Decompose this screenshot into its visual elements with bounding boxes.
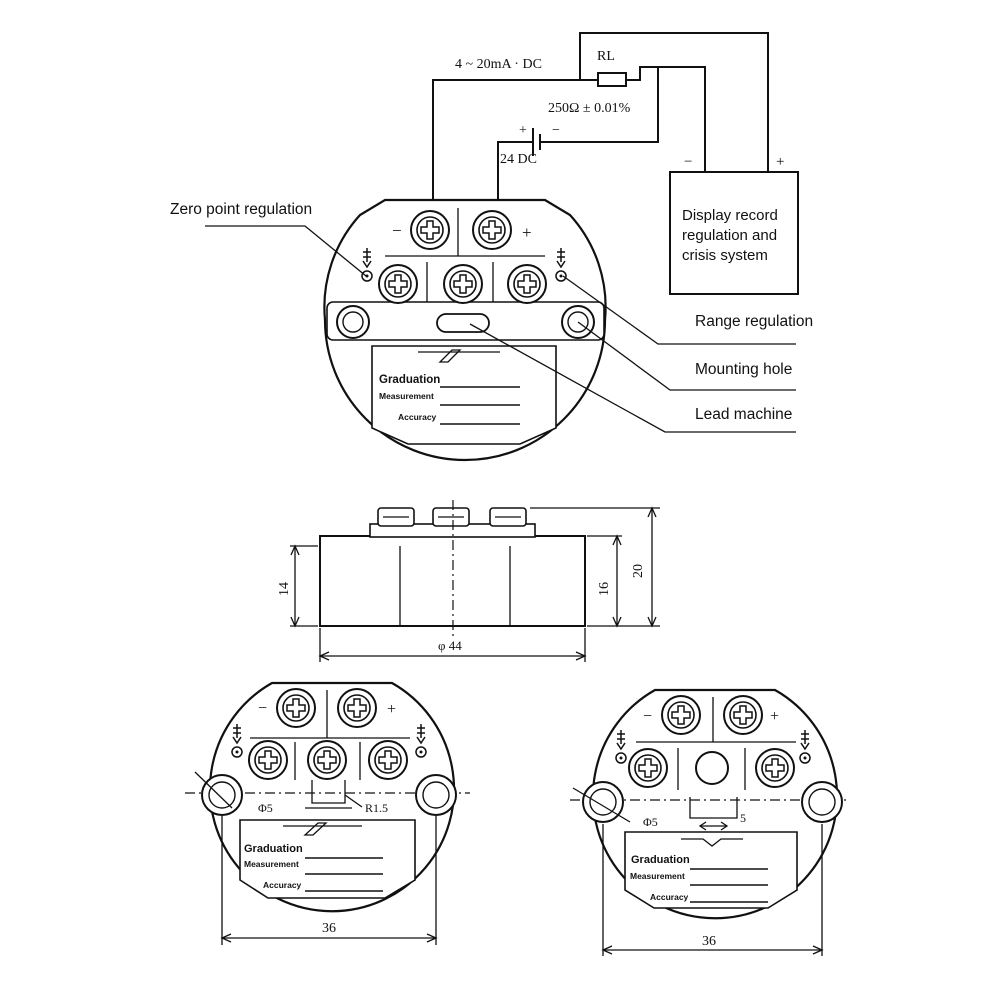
b-nameplate-measurement: Measurement [630,871,685,881]
display-plus: + [776,154,784,170]
a-nameplate-accuracy: Accuracy [263,880,302,890]
a-nameplate-graduation: Graduation [244,843,303,855]
b-terminal-screw-plus [723,695,763,735]
a-minus-sign: − [258,700,267,717]
leader-zero-point [205,225,367,277]
nameplate-measurement: Measurement [379,391,434,401]
b-terminal-screw-minus [661,695,701,735]
b-dim-36: 36 [702,934,716,949]
a-terminal-screw-minus [276,688,316,728]
b-minus-sign: − [643,708,652,725]
current-label: 4 ~ 20mA · DC [455,57,542,72]
supply-plus: + [519,123,527,138]
slot-b [689,797,738,819]
supply-minus: − [552,123,560,138]
a-nameplate-measurement: Measurement [244,859,299,869]
nameplate-graduation: Graduation [379,374,440,386]
nameplate-a [239,819,416,899]
loop-wire-display-plus [579,32,769,172]
resistor-value: 250Ω ± 0.01% [548,101,631,116]
dim-16: 16 [597,582,612,596]
b-terminal-screw-3 [755,748,795,788]
bottom-view-variant-b: − + Φ5 5 + − Graduation Measurement Accu… [570,688,850,956]
resistor-rl [597,72,627,87]
terminal-minus-sign: − [392,221,402,240]
b-terminal-screw-1 [628,748,668,788]
callout-zero-point: Zero point regulation [170,201,312,218]
loop-wire-negative [432,79,580,210]
nameplate-b [624,831,798,909]
leader-mounting-hole [577,321,796,391]
loop-wire-display-minus [640,66,706,172]
a-hole-diameter: Φ5 [258,801,273,815]
leader-lead-machine [469,323,796,433]
a-terminal-screw-2 [307,740,347,780]
callout-mounting-hole: Mounting hole [695,361,792,378]
side-view: 14 16 20 φ 44 [277,500,660,662]
a-terminal-screw-1 [248,740,288,780]
callout-range: Range regulation [695,313,813,330]
b-plus-sign: + [770,708,779,725]
b-lead-opening [695,751,729,785]
b-hole-diameter: Φ5 [643,815,658,829]
nameplate-accuracy: Accuracy [398,412,437,422]
a-slot-radius: R1.5 [365,801,388,815]
a-terminal-screw-plus [337,688,377,728]
dim-14: 14 [277,582,292,596]
dim-diameter-44: φ 44 [438,638,462,653]
lead-outlet [436,313,490,333]
terminal-screw-3 [507,264,547,304]
display-record-box [669,171,799,295]
a-plus-sign: + [387,701,396,718]
resistor-label: RL [597,49,615,64]
callout-lead-machine: Lead machine [695,406,792,423]
display-minus: − [684,154,692,170]
leader-range [562,275,796,345]
supply-wire-positive [497,141,533,210]
terminal-screw-2 [443,264,483,304]
transmitter-top-view: − + Graduation Measurement Accuracy [323,198,607,462]
display-box-line1: Display record [682,207,778,224]
wiring-diagram: 4 ~ 20mA · DC RL 250Ω ± 0.01% 24 DC + − … [170,32,813,462]
a-dim-36: 36 [322,921,336,936]
nameplate [371,345,557,445]
terminal-screw-minus [410,210,450,250]
b-nameplate-accuracy: Accuracy [650,892,689,902]
dim-20: 20 [631,564,646,578]
terminal-screw-heads [377,507,527,527]
supply-label: 24 DC [500,152,537,167]
bottom-view-variant-a: − + Φ5 R1.5 Graduation Measurement Accur… [185,681,470,945]
slot-a [311,780,346,804]
b-nameplate-graduation: Graduation [631,854,690,866]
display-box-line2: regulation and [682,227,777,244]
b-slot-width: 5 [740,811,746,825]
terminal-screw-plus [472,210,512,250]
a-terminal-screw-3 [368,740,408,780]
terminal-plus-sign: + [522,223,532,242]
terminal-screw-1 [378,264,418,304]
display-box-line3: crisis system [682,247,768,264]
